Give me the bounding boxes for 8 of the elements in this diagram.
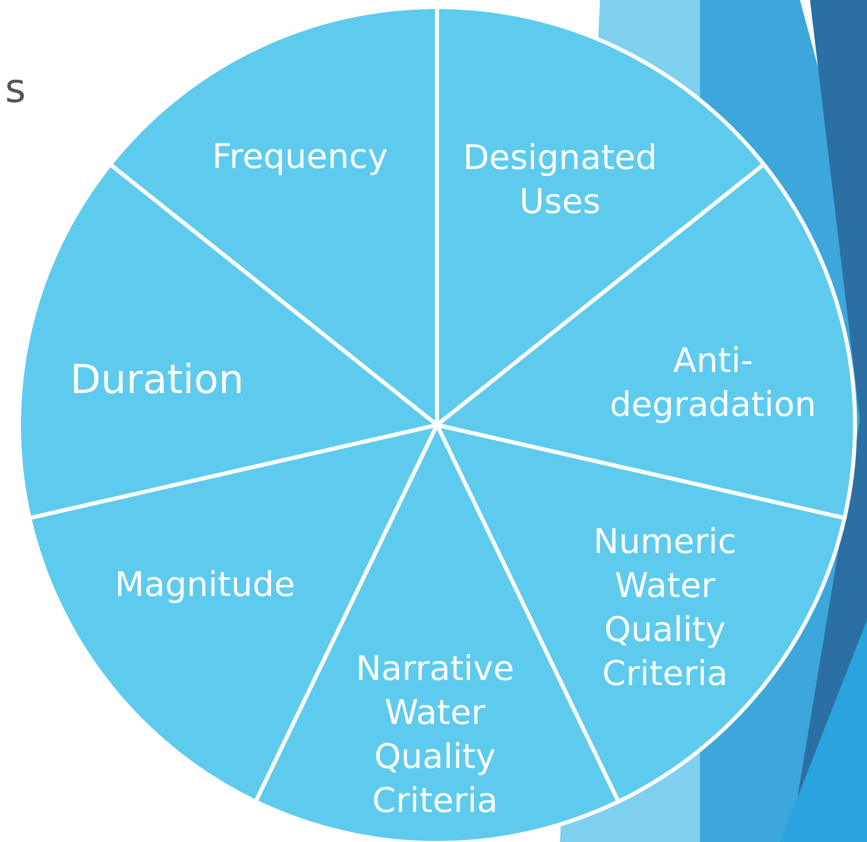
slice-label: Frequency — [211, 136, 389, 179]
slice-label: Duration — [69, 358, 245, 402]
slice-label: Narrative Water Quality Criteria — [354, 648, 516, 823]
slice-label: Designated Uses — [462, 137, 658, 224]
text-fragment: s — [5, 65, 26, 114]
slice-label: Numeric Water Quality Criteria — [592, 521, 738, 696]
slice-label: Magnitude — [114, 564, 296, 607]
slice-label: Anti-degradation — [608, 340, 818, 427]
